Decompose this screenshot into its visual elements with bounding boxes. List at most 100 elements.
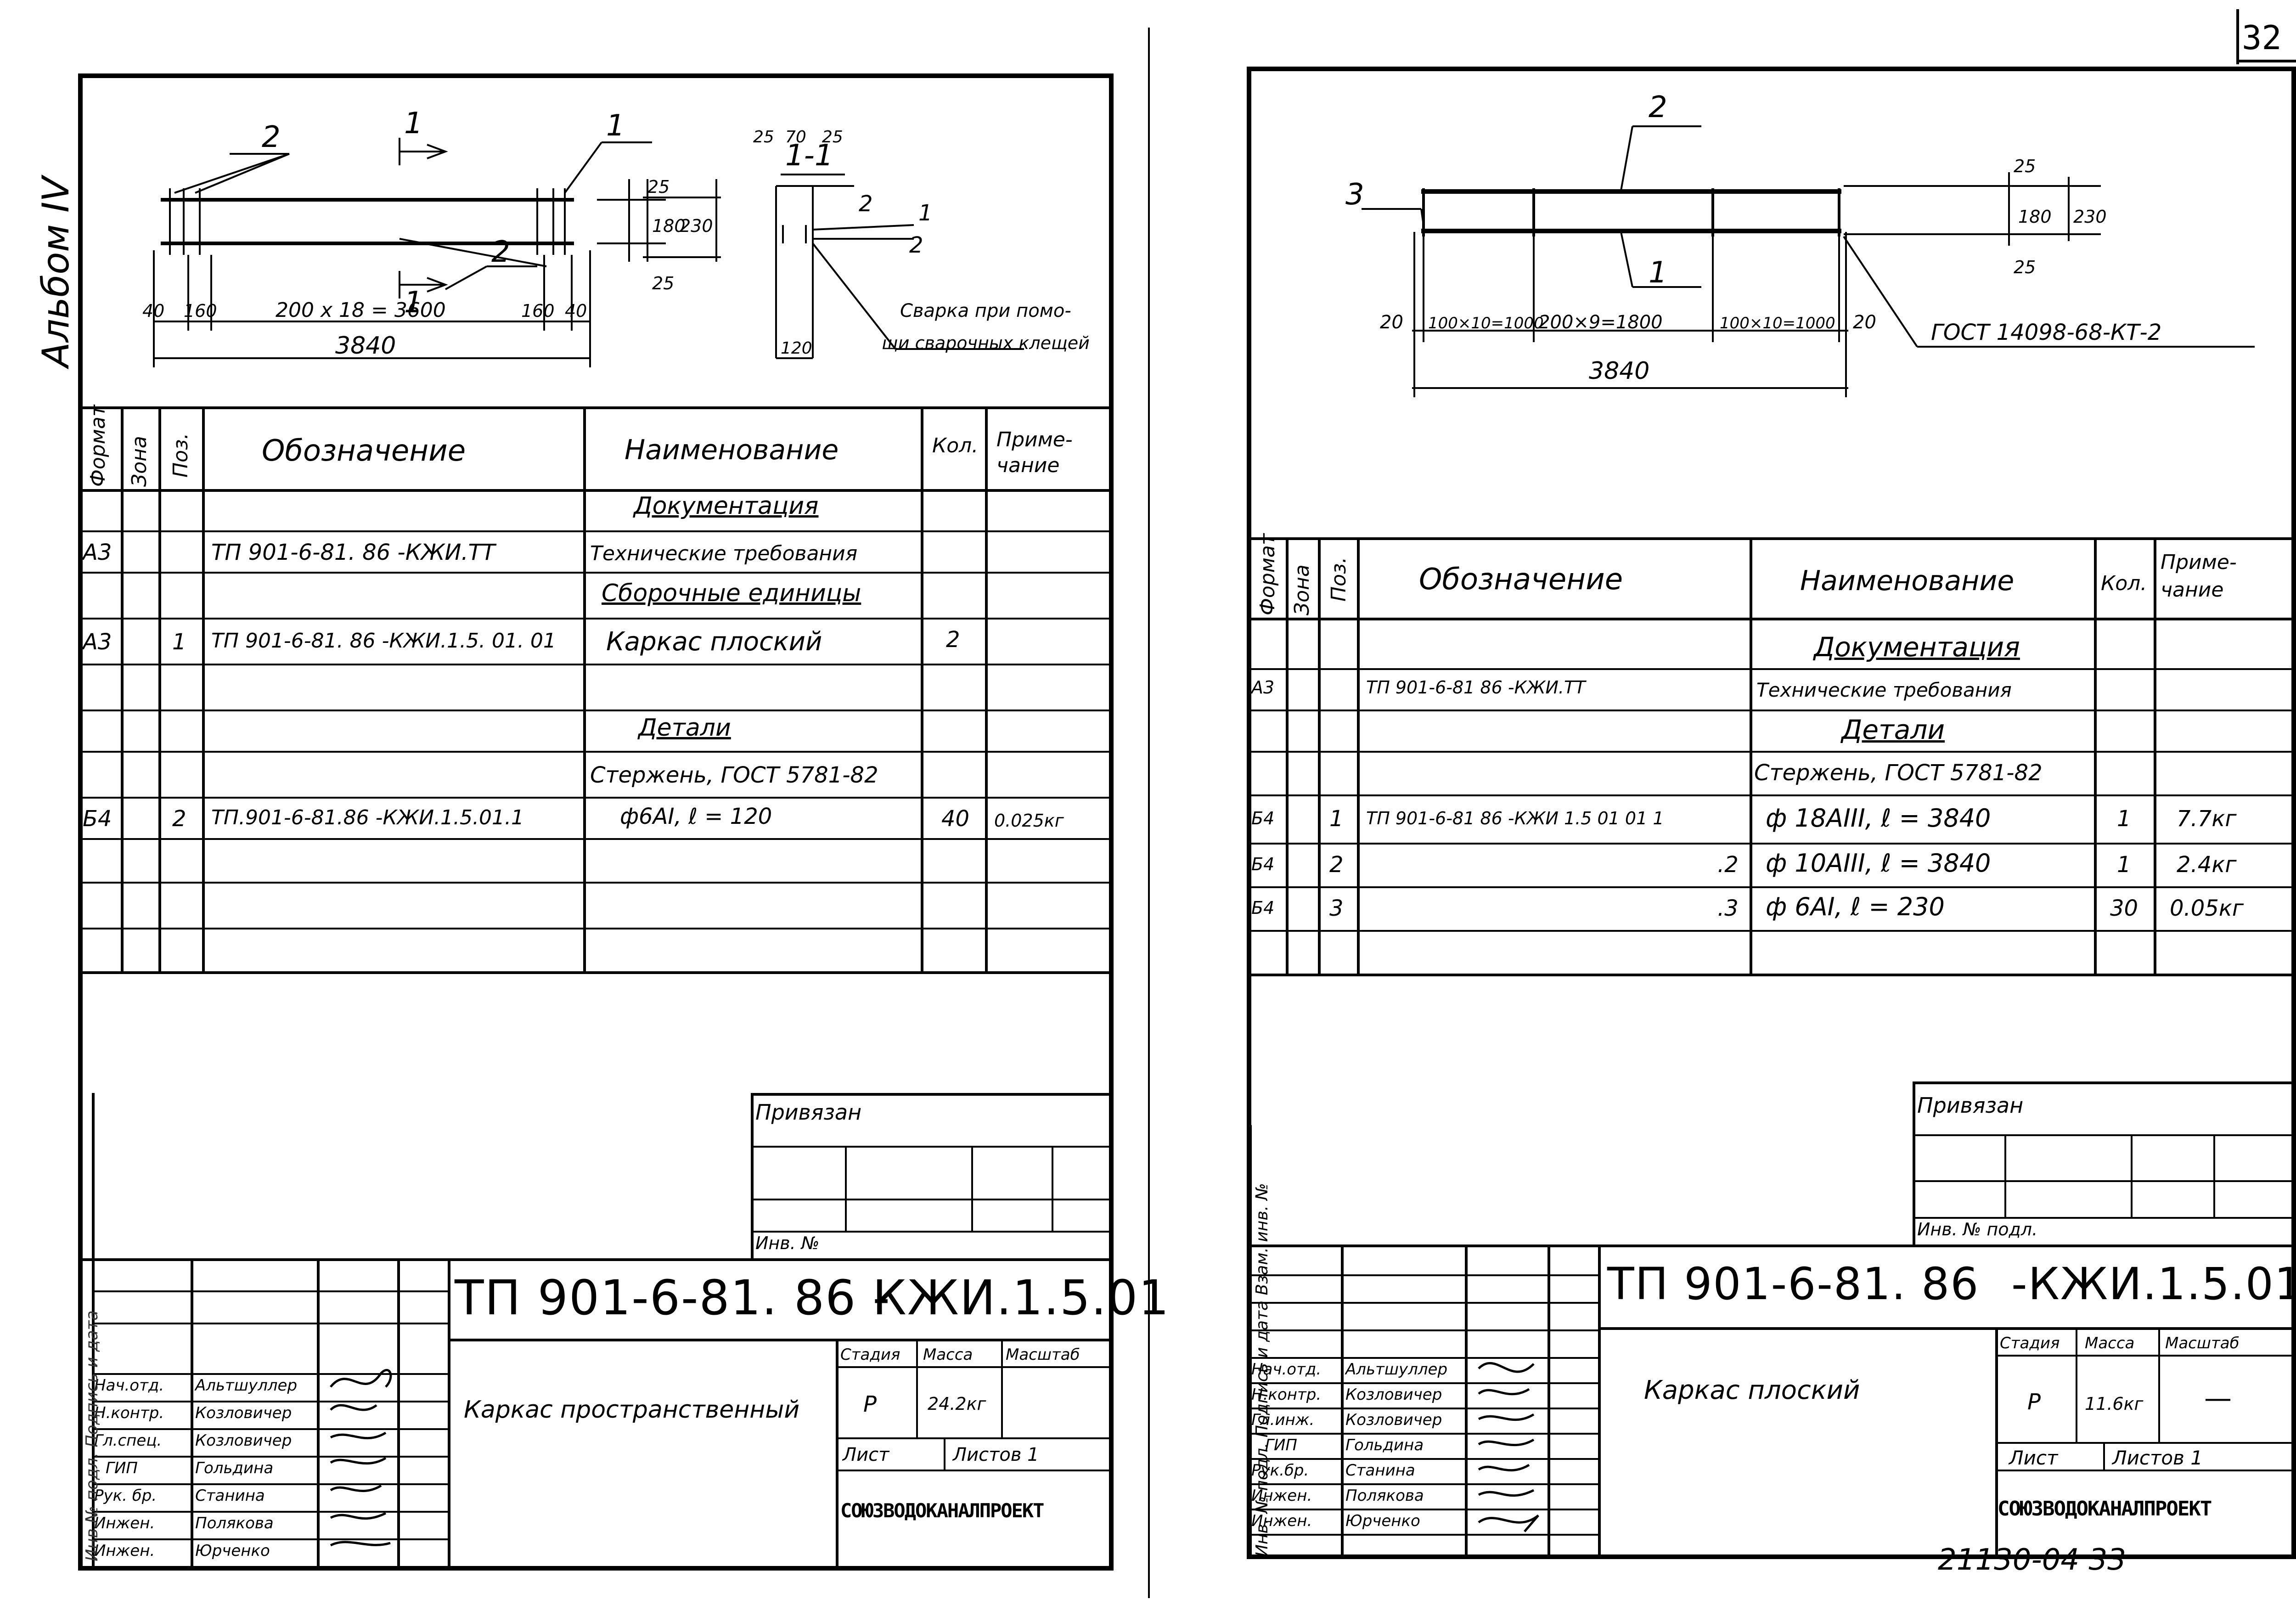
r-scale: — [2204,1382,2232,1414]
r-row-4-name: ф 18АIII, ℓ = 3840 [1766,804,1991,833]
r-header-zone: Зона [1290,564,1314,615]
left-name-2: Козловичер [195,1431,292,1450]
r-dim-180: 180 [2018,207,2052,227]
header-format: Формат [86,405,110,487]
r-name-5: Полякова [1345,1487,1424,1505]
left-side-stamp: Инв.№ подл. Подпись и дата [83,1310,101,1561]
header-zone: Зона [128,436,151,487]
r-row-4-format: Б4 [1251,808,1275,828]
left-mass: 24.2кг [928,1394,986,1414]
section-1-top: 1 [404,107,423,141]
r-header-name: Наименование [1800,565,2015,597]
r-row-doc-section: Документация [1814,631,2020,663]
r-dim-20b: 20 [1853,312,1876,333]
r-name-0: Альтшуллер [1345,1360,1448,1379]
left-row-7-designation: ТП.901-6-81.86 -КЖИ.1.5.01.1 [211,806,524,829]
left-stage-label: Стадия [840,1346,900,1364]
r-header-format: Формат [1256,533,1279,615]
r-gost: ГОСТ 14098-68-КТ-2 [1931,320,2161,345]
r-doc-code-2: -КЖИ.1.5.01.01 [2011,1258,2296,1310]
r-role-6: Инжен. [1251,1512,1312,1530]
r-header-note: Приме-чание [2161,551,2237,602]
left-drawing: 2 1 2 1 1 25 180 230 25 40 160 200 x 18 … [142,107,1090,367]
dim-40b: 40 [565,301,587,321]
sec-callout-2a: 2 [859,191,873,217]
left-mass-label: Масса [923,1346,973,1364]
right-drawing: 2 3 1 25 180 230 25 20 100×10=1000 200×9… [1345,90,2255,397]
right-sheet-frame [1247,67,2296,1559]
left-doc-code: ТП 901-6-81. 86 - [455,1270,891,1326]
r-row-4-qty: 1 [2117,806,2131,832]
left-name-3: Гольдина [195,1459,274,1477]
left-row-7-qty: 40 [941,806,970,832]
left-row-assembly-section: Сборочные единицы [602,580,861,607]
left-name-5: Полякова [195,1514,274,1532]
section-label: 1-1 [785,139,833,173]
r-mass: 11.6кг [2085,1394,2144,1414]
r-dim-s3: 100×10=1000 [1720,314,1835,332]
left-row-1-format: А3 [83,540,112,565]
r-callout-3: 3 [1345,178,1364,212]
left-role-3: ГИП [106,1459,138,1477]
left-scale-label: Масштаб [1006,1346,1080,1364]
r-row-5-qty: 1 [2117,852,2131,878]
left-name-0: Альтшуллер [195,1376,298,1395]
r-row-6-name: ф 6АI, ℓ = 230 [1766,892,1945,921]
r-side-stamp: Инв. № подл. Подпись и дата Взам. инв. № [1253,1183,1272,1557]
callout-1a: 1 [606,109,625,143]
r-stage-label: Стадия [2000,1334,2060,1352]
r-row-1-name: Технические требования [1756,679,2012,701]
left-row-1-designation: ТП 901-6-81. 86 -КЖИ.ТТ [211,540,495,565]
header-qty: Кол. [932,434,979,457]
dim-230: 230 [680,216,713,236]
r-callout-2: 2 [1649,90,1667,124]
right-signatures [1478,1362,1539,1532]
left-role-0: Нач.отд. [94,1376,164,1395]
r-inv-no: Инв. № подл. [1917,1219,2038,1239]
r-privyazan: Привязан [1917,1093,2024,1118]
r-name-6: Юрченко [1345,1512,1420,1530]
r-doc-code: ТП 901-6-81. 86 [1607,1258,1980,1310]
left-doc-code-2: КЖИ.1.5.01 [872,1270,1170,1326]
r-dim-25b: 25 [2014,257,2036,277]
dim-25a: 25 [647,177,670,197]
left-role-4: Рук. бр. [94,1487,157,1505]
r-mass-label: Масса [2085,1334,2135,1352]
r-dim-230: 230 [2073,207,2107,227]
left-sheet-frame [78,73,1114,1571]
left-row-details-section: Детали [638,714,731,742]
sec-dim-70: 70 [785,128,806,146]
left-signatures [330,1369,392,1547]
left-stage: Р [863,1391,877,1417]
r-dim-25a: 25 [2014,156,2036,176]
left-row-6-name: Стержень, ГОСТ 5781-82 [590,762,878,788]
left-row-doc-section: Документация [634,492,819,520]
header-designation: Обозначение [262,434,466,468]
left-sheet-label: Лист [843,1444,889,1465]
left-row-3-format: А3 [83,629,112,655]
r-role-3: ГИП [1265,1436,1297,1454]
left-row-3-name: Каркас плоский [606,627,822,657]
left-inv-no: Инв. № [755,1233,820,1253]
r-title: Каркас плоский [1644,1375,1860,1405]
dim-40a: 40 [142,301,164,321]
r-org: СОЮЗВОДОКАНАЛПРОЕКТ [1998,1497,2212,1521]
dim-span: 200 x 18 = 3600 [276,298,446,322]
r-row-4-note: 7.7кг [2177,806,2237,832]
r-row-3-name: Стержень, ГОСТ 5781-82 [1754,760,2043,786]
left-name-4: Станина [195,1487,265,1505]
sec-callout-2b: 2 [909,232,923,258]
r-row-6-note: 0.05кг [2170,895,2244,921]
callout-2a: 2 [262,120,281,154]
weld-note-1: Сварка при помо- [900,300,1071,321]
left-row-7-note: 0.025кг [994,811,1064,831]
r-row-1-designation: ТП 901-6-81 86 -КЖИ.ТТ [1366,677,1586,698]
r-header-qty: Кол. [2101,572,2147,595]
page-number: 32 [2242,18,2282,57]
sec-dim-25a: 25 [753,128,774,146]
r-role-5: Инжен. [1251,1487,1312,1505]
left-row-3-pos: 1 [172,629,186,655]
r-header-designation: Обозначение [1419,563,1623,597]
r-row-4-pos: 1 [1329,806,1344,832]
r-role-2: Гл.инж. [1251,1411,1315,1429]
